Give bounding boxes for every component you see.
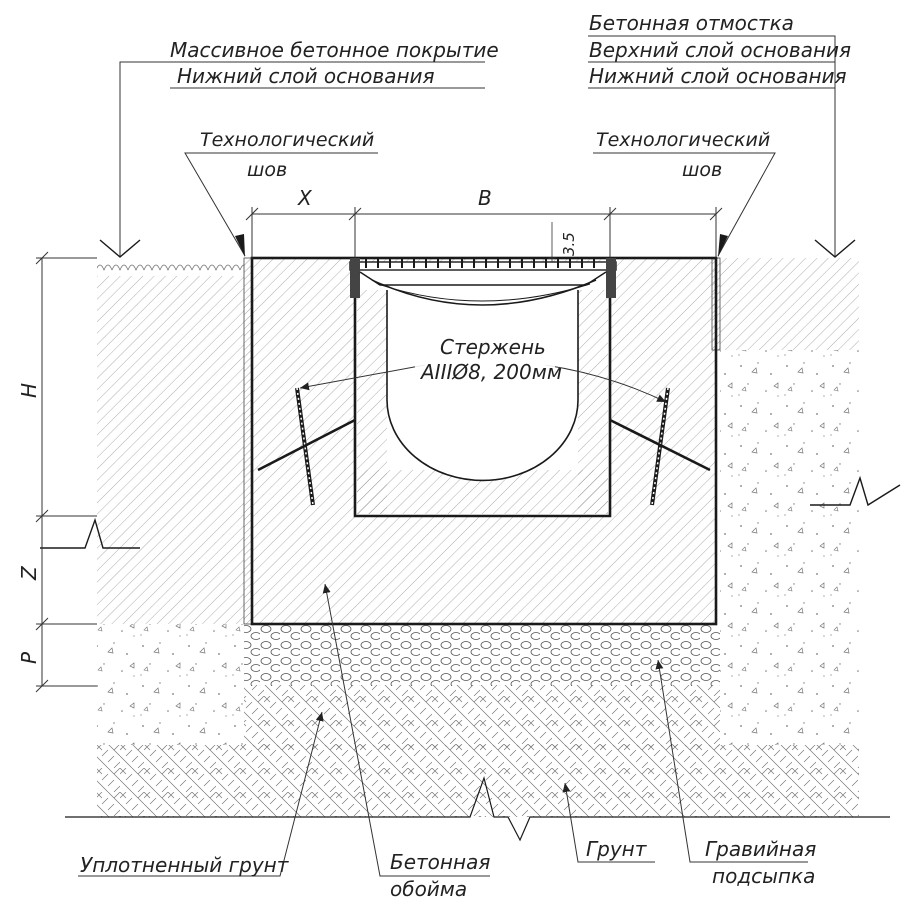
- label-massive-concrete: Массивное бетонное покрытие: [170, 38, 499, 62]
- label-lower-base-left: Нижний слой основания: [177, 64, 435, 88]
- break-line-left: [40, 517, 140, 549]
- dim-label-h: H: [17, 383, 41, 398]
- label-tech-seam-left-2: шов: [247, 159, 287, 181]
- label-tech-seam-left-1: Технологический: [200, 129, 374, 151]
- dimension-x: [245, 207, 362, 258]
- leader-rod-right: [544, 364, 667, 403]
- dimension-gap: [548, 222, 556, 262]
- leader-concrete-shell: [322, 583, 490, 877]
- dim-label-z: Z: [17, 565, 41, 581]
- shell-inner-line-right: [609, 418, 711, 472]
- label-lower-base-right: Нижний слой основания: [589, 64, 847, 88]
- left-concrete-pavement: [97, 276, 244, 624]
- leader-tech-seam-left: [184, 152, 378, 257]
- label-compacted-soil: Уплотненный грунт: [80, 853, 290, 877]
- label-tech-seam-right-2: шов: [682, 159, 722, 181]
- label-upper-base-right: Верхний слой основания: [589, 38, 851, 62]
- grating: [349, 258, 617, 298]
- leader-tech-seam-right: [593, 152, 776, 257]
- label-tech-seam-right-1: Технологический: [596, 129, 770, 151]
- label-concrete-apron: Бетонная отмостка: [589, 11, 794, 35]
- left-sand-base: [97, 624, 244, 745]
- label-rod-2: AIIIØ8, 200мм: [419, 360, 562, 384]
- right-sand-base: [720, 350, 859, 745]
- label-concrete-shell-2: обойма: [390, 877, 467, 901]
- rod-right: [650, 387, 670, 506]
- label-rod-1: Стержень: [440, 335, 546, 359]
- arrowhead-tech-seam-right: [718, 234, 728, 257]
- break-line-right: [810, 475, 901, 507]
- label-concrete-shell-1: Бетонная: [390, 850, 490, 874]
- channel-hopper: [371, 279, 597, 306]
- leader-compacted-soil: [78, 711, 324, 877]
- arrow-right-surface: [814, 239, 856, 258]
- arrowhead-tech-seam-left: [235, 234, 245, 257]
- arrow-left-surface: [99, 239, 141, 258]
- label-soil: Грунт: [586, 837, 648, 861]
- dimension-b: [355, 207, 723, 258]
- leader-soil: [562, 782, 655, 863]
- rod-label-backdrop: [415, 335, 555, 383]
- leader-left-top: [119, 61, 485, 256]
- dim-label-x: X: [297, 186, 313, 210]
- left-surface-layer: [97, 258, 244, 276]
- channel-trough: [386, 290, 579, 482]
- soil-layer: [97, 745, 859, 817]
- dim-label-p: P: [17, 651, 41, 664]
- dimension-vertical: [35, 251, 97, 693]
- gravel-bedding: [244, 624, 720, 686]
- channel-hopper-inner: [377, 283, 591, 302]
- leader-rod-left: [299, 364, 426, 391]
- dim-label-b: B: [478, 186, 492, 210]
- right-apron: [720, 258, 859, 350]
- dim-label-gap: 3.5: [560, 232, 578, 256]
- shell-inner-line-left: [257, 418, 356, 472]
- leader-gravel: [655, 659, 808, 863]
- label-gravel-2: подсыпка: [712, 864, 815, 888]
- label-gravel-1: Гравийная: [705, 837, 816, 861]
- break-line-bottom: [65, 775, 890, 842]
